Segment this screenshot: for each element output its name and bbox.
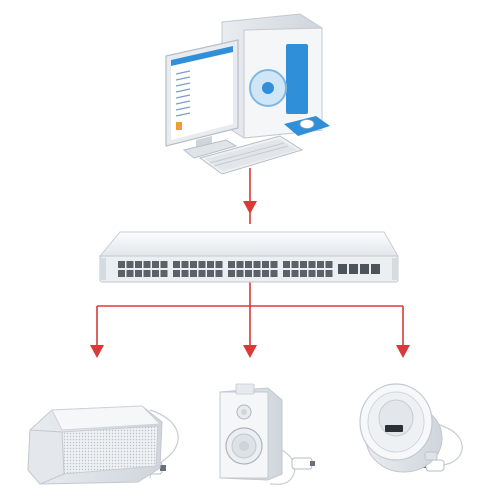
rj45-port [262, 261, 269, 268]
rj45-port [317, 270, 324, 277]
rj45-port [270, 270, 278, 277]
mouse-icon [299, 119, 315, 129]
rj45-port [236, 261, 244, 268]
ceiling-speaker-icon [359, 383, 466, 473]
rj45-port [207, 261, 214, 268]
rj45-port [270, 261, 278, 268]
screen-title-bar [171, 46, 233, 66]
rj45-port [181, 261, 189, 268]
rj45-port [198, 261, 206, 268]
rj45-port [236, 270, 244, 277]
rj45-port [126, 270, 134, 277]
monitor-screen [171, 46, 233, 140]
keyboard-icon [198, 135, 304, 175]
rj45-port [245, 261, 252, 268]
screen-list-lines [175, 70, 191, 117]
rj45-port [283, 261, 290, 268]
switch-port-grid [118, 261, 333, 277]
rj45-port [262, 270, 269, 277]
mount-bracket [235, 383, 255, 395]
rj45-port [190, 261, 197, 268]
rj45-port [308, 270, 316, 277]
rj45-port [190, 270, 197, 277]
rj45-port [291, 261, 299, 268]
rj45-port [126, 261, 134, 268]
connector-lines [90, 168, 410, 358]
rj45-port [308, 261, 316, 268]
speaker-grille [61, 425, 159, 475]
rj45-port [118, 261, 125, 268]
rj45-port [215, 261, 223, 268]
tower-accent-panel [286, 44, 308, 114]
sfp-ports [338, 264, 380, 274]
wall-mount-speaker-icon [219, 383, 315, 488]
rj45-port [300, 261, 307, 268]
brand-badge [385, 425, 403, 432]
rj45-port [160, 270, 168, 277]
rj45-port [143, 261, 151, 268]
rj45-port [135, 270, 142, 277]
rj45-port [160, 261, 168, 268]
arrow-to-ceiling-speaker [396, 345, 410, 358]
column-speaker-icon [27, 405, 182, 485]
rj45-port [325, 270, 333, 277]
rj45-port [118, 270, 125, 277]
rj45-port [152, 261, 159, 268]
arrow-to-wall-speaker [243, 345, 257, 358]
rj45-port [152, 270, 159, 277]
network-switch-icon [98, 231, 399, 283]
arrow-to-switch [243, 201, 257, 214]
rj45-port [228, 270, 235, 277]
spring-clip [424, 451, 438, 461]
rj45-port [198, 270, 206, 277]
screen-orange-block [176, 122, 182, 130]
rj45-port [173, 261, 180, 268]
rj45-port [300, 270, 307, 277]
rj45-port [207, 270, 214, 277]
rj45-port [181, 270, 189, 277]
rj45-port [283, 270, 290, 277]
rj45-port [135, 261, 142, 268]
arrow-to-column-speaker [90, 345, 104, 358]
rj45-port [245, 270, 252, 277]
rj45-port [325, 261, 333, 268]
rj45-port [317, 261, 324, 268]
rj45-port [173, 270, 180, 277]
desktop-computer-icon [165, 13, 330, 175]
rj45-port [228, 261, 235, 268]
rj45-port [253, 261, 261, 268]
rj45-port [253, 270, 261, 277]
rj45-port [215, 270, 223, 277]
rj45-port [143, 270, 151, 277]
rj45-port [291, 270, 299, 277]
